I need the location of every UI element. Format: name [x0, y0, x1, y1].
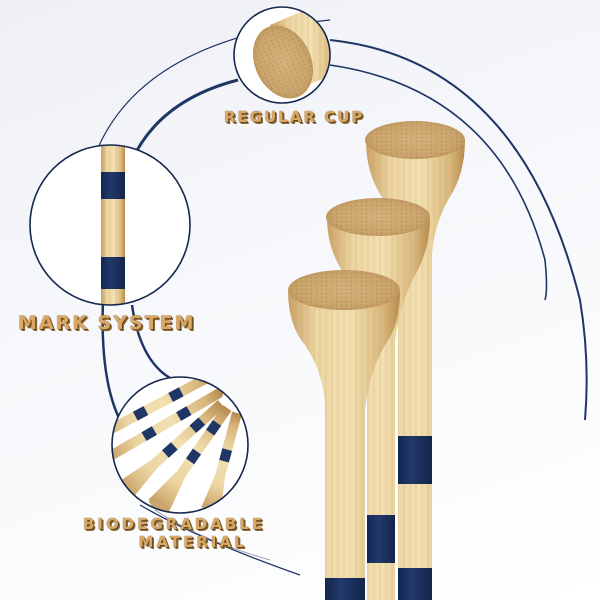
- decorative-arcs: [94, 19, 588, 576]
- inset-regular-cup: [233, 6, 331, 104]
- label-biodegradable-line1: BIODEGRADABLE: [83, 515, 266, 533]
- label-regular-cup: REGULAR CUP: [224, 108, 365, 126]
- label-biodegradable-line2: MATERIAL: [138, 533, 247, 551]
- main-tees: [288, 121, 465, 600]
- tee-front: [288, 270, 400, 600]
- tee-middle: [326, 198, 430, 600]
- label-mark-system: MARK SYSTEM: [18, 312, 196, 334]
- tee-back: [365, 121, 465, 600]
- inset-biodegradable: [111, 376, 249, 514]
- label-biodegradable-material: BIODEGRADABLE MATERIAL: [83, 517, 265, 550]
- inset-mark-system: [29, 144, 191, 306]
